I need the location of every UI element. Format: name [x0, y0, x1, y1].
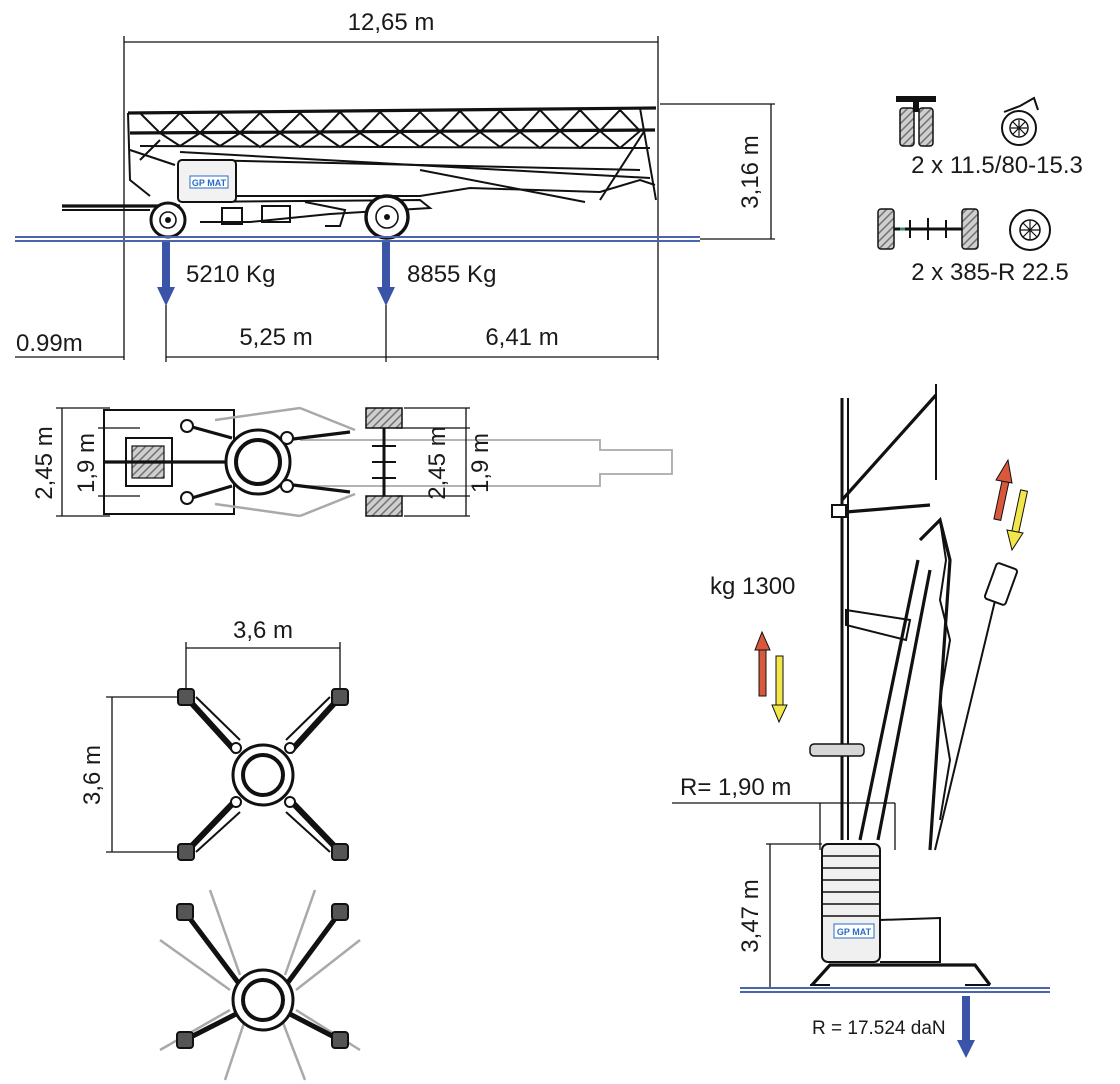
front-wheel: [149, 201, 187, 239]
right-outer-width-label: 2,45 m: [424, 426, 451, 499]
height-label: 3,16 m: [737, 135, 764, 208]
rear-wheel: [364, 194, 410, 240]
ballast-stack: GP MAT: [821, 843, 881, 963]
rear-axle-load-arrow: [377, 242, 395, 306]
working-logo: GP MAT: [837, 927, 872, 937]
working-view: kg 1300 R= 1,90 m GP MAT 3,47 m: [672, 384, 1050, 1058]
outrigger-plan: 3,6 m 3,6 m: [79, 617, 349, 861]
front-tire-front-icon: [896, 96, 936, 147]
boom: [858, 516, 952, 851]
wheelbase-label: 5,25 m: [239, 324, 312, 351]
rear-tire-side-icon: [1009, 209, 1051, 251]
rear-axle-top: [365, 407, 403, 517]
working-height-label: 3,47 m: [737, 879, 764, 952]
load-block: [809, 743, 865, 757]
rear-tire-label: 2 x 385-R 22.5: [911, 259, 1068, 286]
reaction-arrow: [957, 996, 975, 1058]
top-view: 2,45 m 1,9 m: [31, 406, 673, 518]
ballast-box: GP MAT: [177, 159, 237, 203]
left-inner-width-label: 1,9 m: [73, 433, 100, 493]
tire-specs: 2 x 11.5/80-15.3 2 x 385-R 22.5: [877, 96, 1083, 286]
base-frame: [879, 916, 941, 963]
side-logo: GP MAT: [192, 178, 227, 188]
folded-jib: [127, 106, 657, 203]
jib-tie: [840, 393, 938, 514]
side-view: 12,65 m 3,16 m: [15, 9, 775, 362]
load-label: kg 1300: [710, 573, 795, 600]
load-down-arrow: [771, 655, 788, 724]
radius-label: R= 1,90 m: [680, 774, 791, 801]
plan-depth-label: 3,6 m: [79, 745, 106, 805]
reaction-label: R = 17.524 daN: [812, 1018, 946, 1039]
overall-length-label: 12,65 m: [348, 9, 435, 36]
front-overhang-label: 0.99m: [16, 330, 83, 357]
right-inner-width-label: 1,9 m: [467, 433, 494, 493]
left-outer-width-label: 2,45 m: [31, 426, 58, 499]
pulley-block: [984, 562, 1018, 606]
front-tire-side-icon: [1001, 96, 1039, 146]
plan-width-label: 3,6 m: [233, 617, 293, 644]
rear-tire-front-icon: [877, 208, 979, 250]
outrigger-swing-view: [159, 889, 361, 1081]
jib-up-arrow: [993, 458, 1013, 521]
front-axle-load-arrow: [157, 242, 175, 306]
rear-overhang-label: 6,41 m: [485, 324, 558, 351]
tow-bar-outline: [300, 439, 673, 487]
rear-axle-load-label: 8855 Kg: [407, 261, 496, 288]
load-up-arrow: [754, 630, 771, 697]
jib-down-arrow: [1006, 489, 1029, 552]
front-axle-load-label: 5210 Kg: [186, 261, 275, 288]
hoist-rope: [934, 579, 1001, 851]
front-tire-label: 2 x 11.5/80-15.3: [911, 152, 1083, 179]
